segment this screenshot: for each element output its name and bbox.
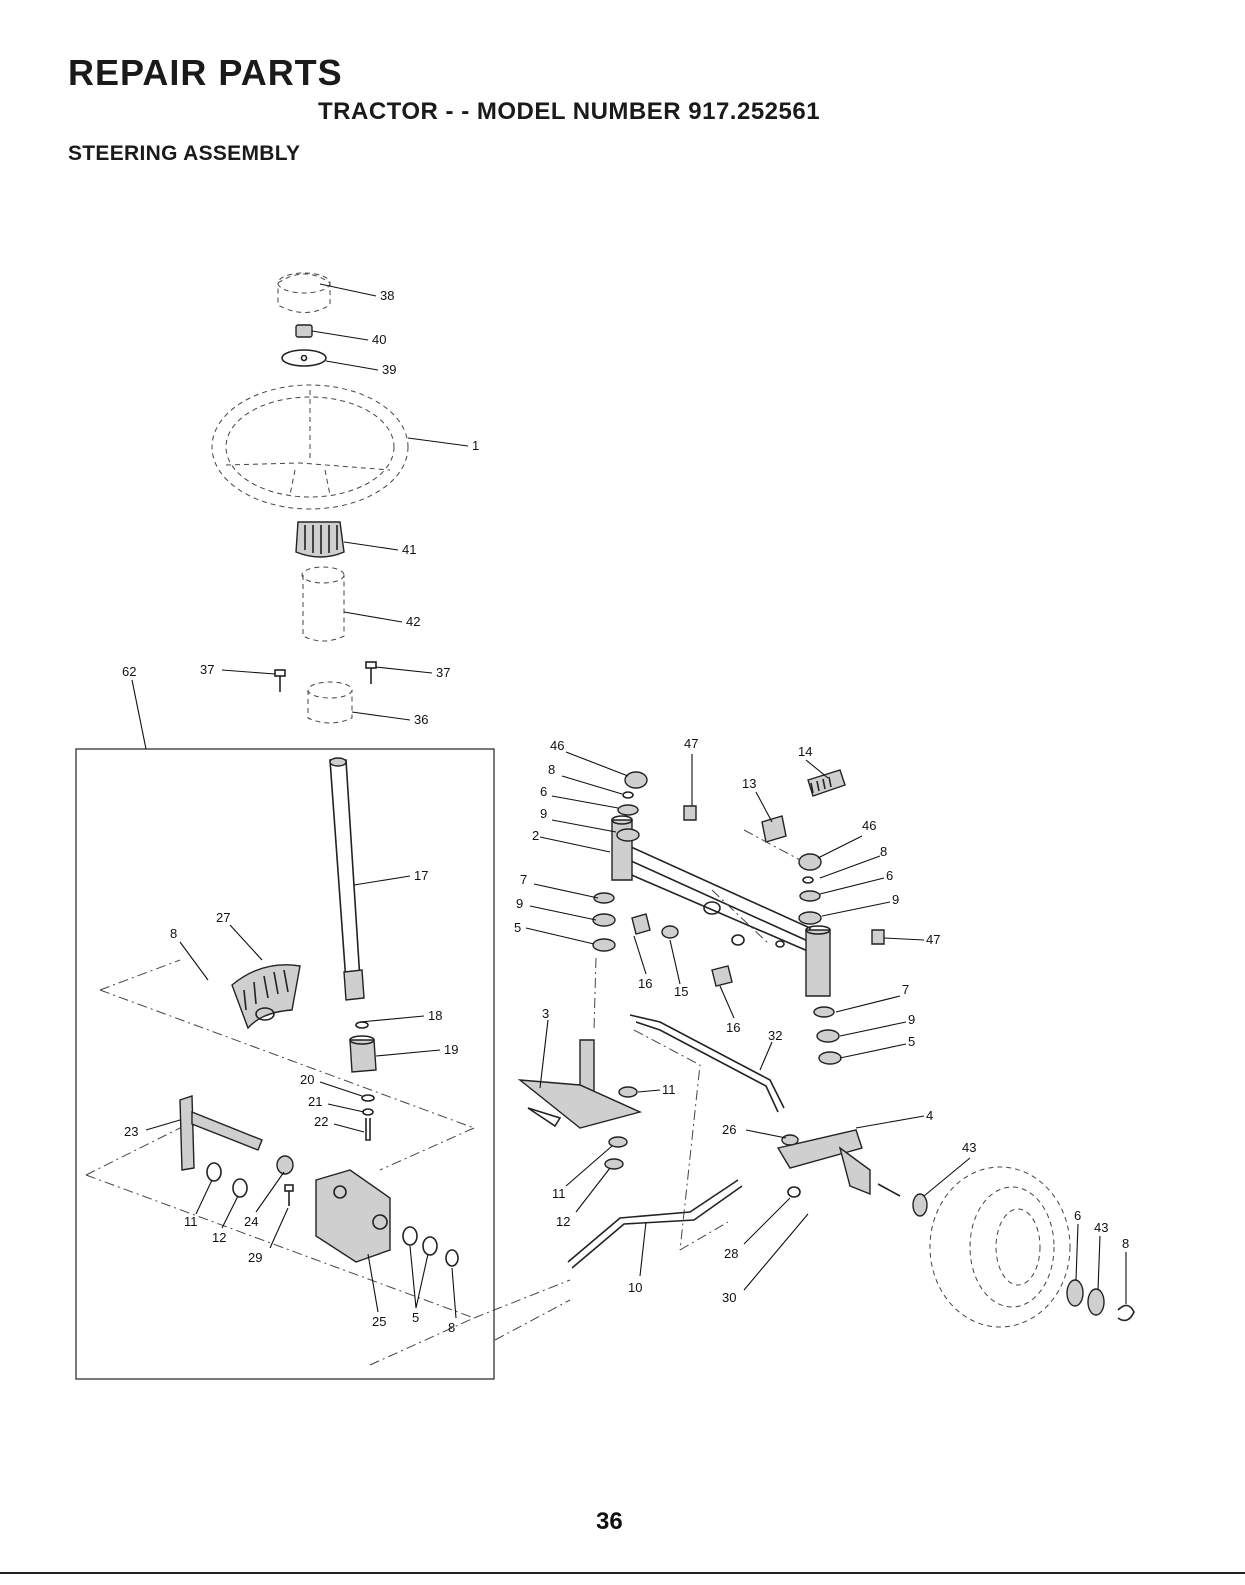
callout-9-right-lower: 9 [908,1012,915,1027]
pinion-housing-part [350,1022,376,1072]
washer-part [282,350,326,366]
callout-15: 15 [674,984,688,999]
callout-14: 14 [798,744,812,759]
callout-42: 42 [406,614,420,629]
steering-gear-box-frame [76,749,494,1379]
callout-11-box: 11 [184,1214,198,1229]
page-number: 36 [596,1508,623,1536]
callout-23: 23 [124,1124,138,1139]
callout-30: 30 [722,1290,736,1305]
callout-25: 25 [372,1314,386,1329]
callout-32: 32 [768,1028,782,1043]
callout-16-left: 16 [638,976,652,991]
callout-9-right: 9 [892,892,899,907]
callout-8-top: 8 [548,762,555,777]
callout-17: 17 [414,868,428,883]
steering-hub-adapter-part [296,522,344,557]
callout-12-box: 12 [212,1230,226,1245]
steering-bracket-arm-part [180,1096,262,1170]
left-spindle-part [520,1040,640,1169]
callout-19: 19 [444,1042,458,1057]
callout-8-right: 8 [880,844,887,859]
callout-8-wheel: 8 [1122,1236,1129,1251]
callout-62: 62 [122,664,136,679]
nut-part [296,325,312,337]
bushing-sleeve-part [302,567,344,641]
callout-46-right: 46 [862,818,876,833]
callout-43-wheel: 43 [1094,1220,1108,1235]
callout-7-left: 7 [520,872,527,887]
steering-wheel-part [212,385,408,509]
callout-8-box: 8 [170,926,177,941]
callout-26: 26 [722,1122,736,1137]
callout-27: 27 [216,910,230,925]
callout-28: 28 [724,1246,738,1261]
callout-2: 2 [532,828,539,843]
callout-40: 40 [372,332,386,347]
callout-5-right: 5 [908,1034,915,1049]
callout-36: 36 [414,712,428,727]
callout-1: 1 [472,438,479,453]
callout-22: 22 [314,1114,328,1129]
callout-39: 39 [382,362,396,377]
callout-38: 38 [380,288,394,303]
bottom-rule [0,1572,1245,1574]
callout-9-left: 9 [516,896,523,911]
callout-6-top: 6 [540,784,547,799]
callout-5-left: 5 [514,920,521,935]
callout-43-top: 43 [962,1140,976,1155]
callout-4: 4 [926,1108,933,1123]
sector-gear-part [232,965,300,1028]
callout-47-top: 47 [684,736,698,751]
mounting-bracket-part [285,1170,390,1262]
callout-47-right: 47 [926,932,940,947]
column-support-part [308,682,352,723]
bushings-center [632,902,784,986]
callout-6-wheel: 6 [1074,1208,1081,1223]
right-spindle-part [778,1130,900,1197]
callout-6-right: 6 [886,868,893,883]
callout-10: 10 [628,1280,642,1295]
washers-lower-left [207,1156,293,1197]
pivot-bolt-part [762,770,845,842]
callout-11-spindle: 11 [662,1082,676,1097]
bolt-left-part [275,670,285,692]
callout-29: 29 [248,1250,262,1265]
callout-13: 13 [742,776,756,791]
callout-18: 18 [428,1008,442,1023]
callout-11-lower: 11 [552,1186,566,1201]
callout-12-lower: 12 [556,1214,570,1229]
callout-3: 3 [542,1006,549,1021]
callout-37-right: 37 [436,665,450,680]
callout-46-top: 46 [550,738,564,753]
callout-8-box-right: 8 [448,1320,455,1335]
callout-37-left: 37 [200,662,214,677]
steering-wheel-cap-part [278,273,330,313]
tie-rod-part [630,1015,784,1112]
callout-20: 20 [300,1072,314,1087]
callout-24: 24 [244,1214,258,1229]
callout-21: 21 [308,1094,322,1109]
drag-link-part [568,1180,742,1268]
callout-7-right: 7 [902,982,909,997]
callout-16-center: 16 [726,1020,740,1035]
callout-5-box: 5 [412,1310,419,1325]
bolt-right-part [366,662,376,684]
small-hardware-stack [362,1095,374,1140]
callout-9-top: 9 [540,806,547,821]
steering-shaft-part [330,758,364,1000]
front-wheel-part [913,1167,1134,1327]
callout-41: 41 [402,542,416,557]
